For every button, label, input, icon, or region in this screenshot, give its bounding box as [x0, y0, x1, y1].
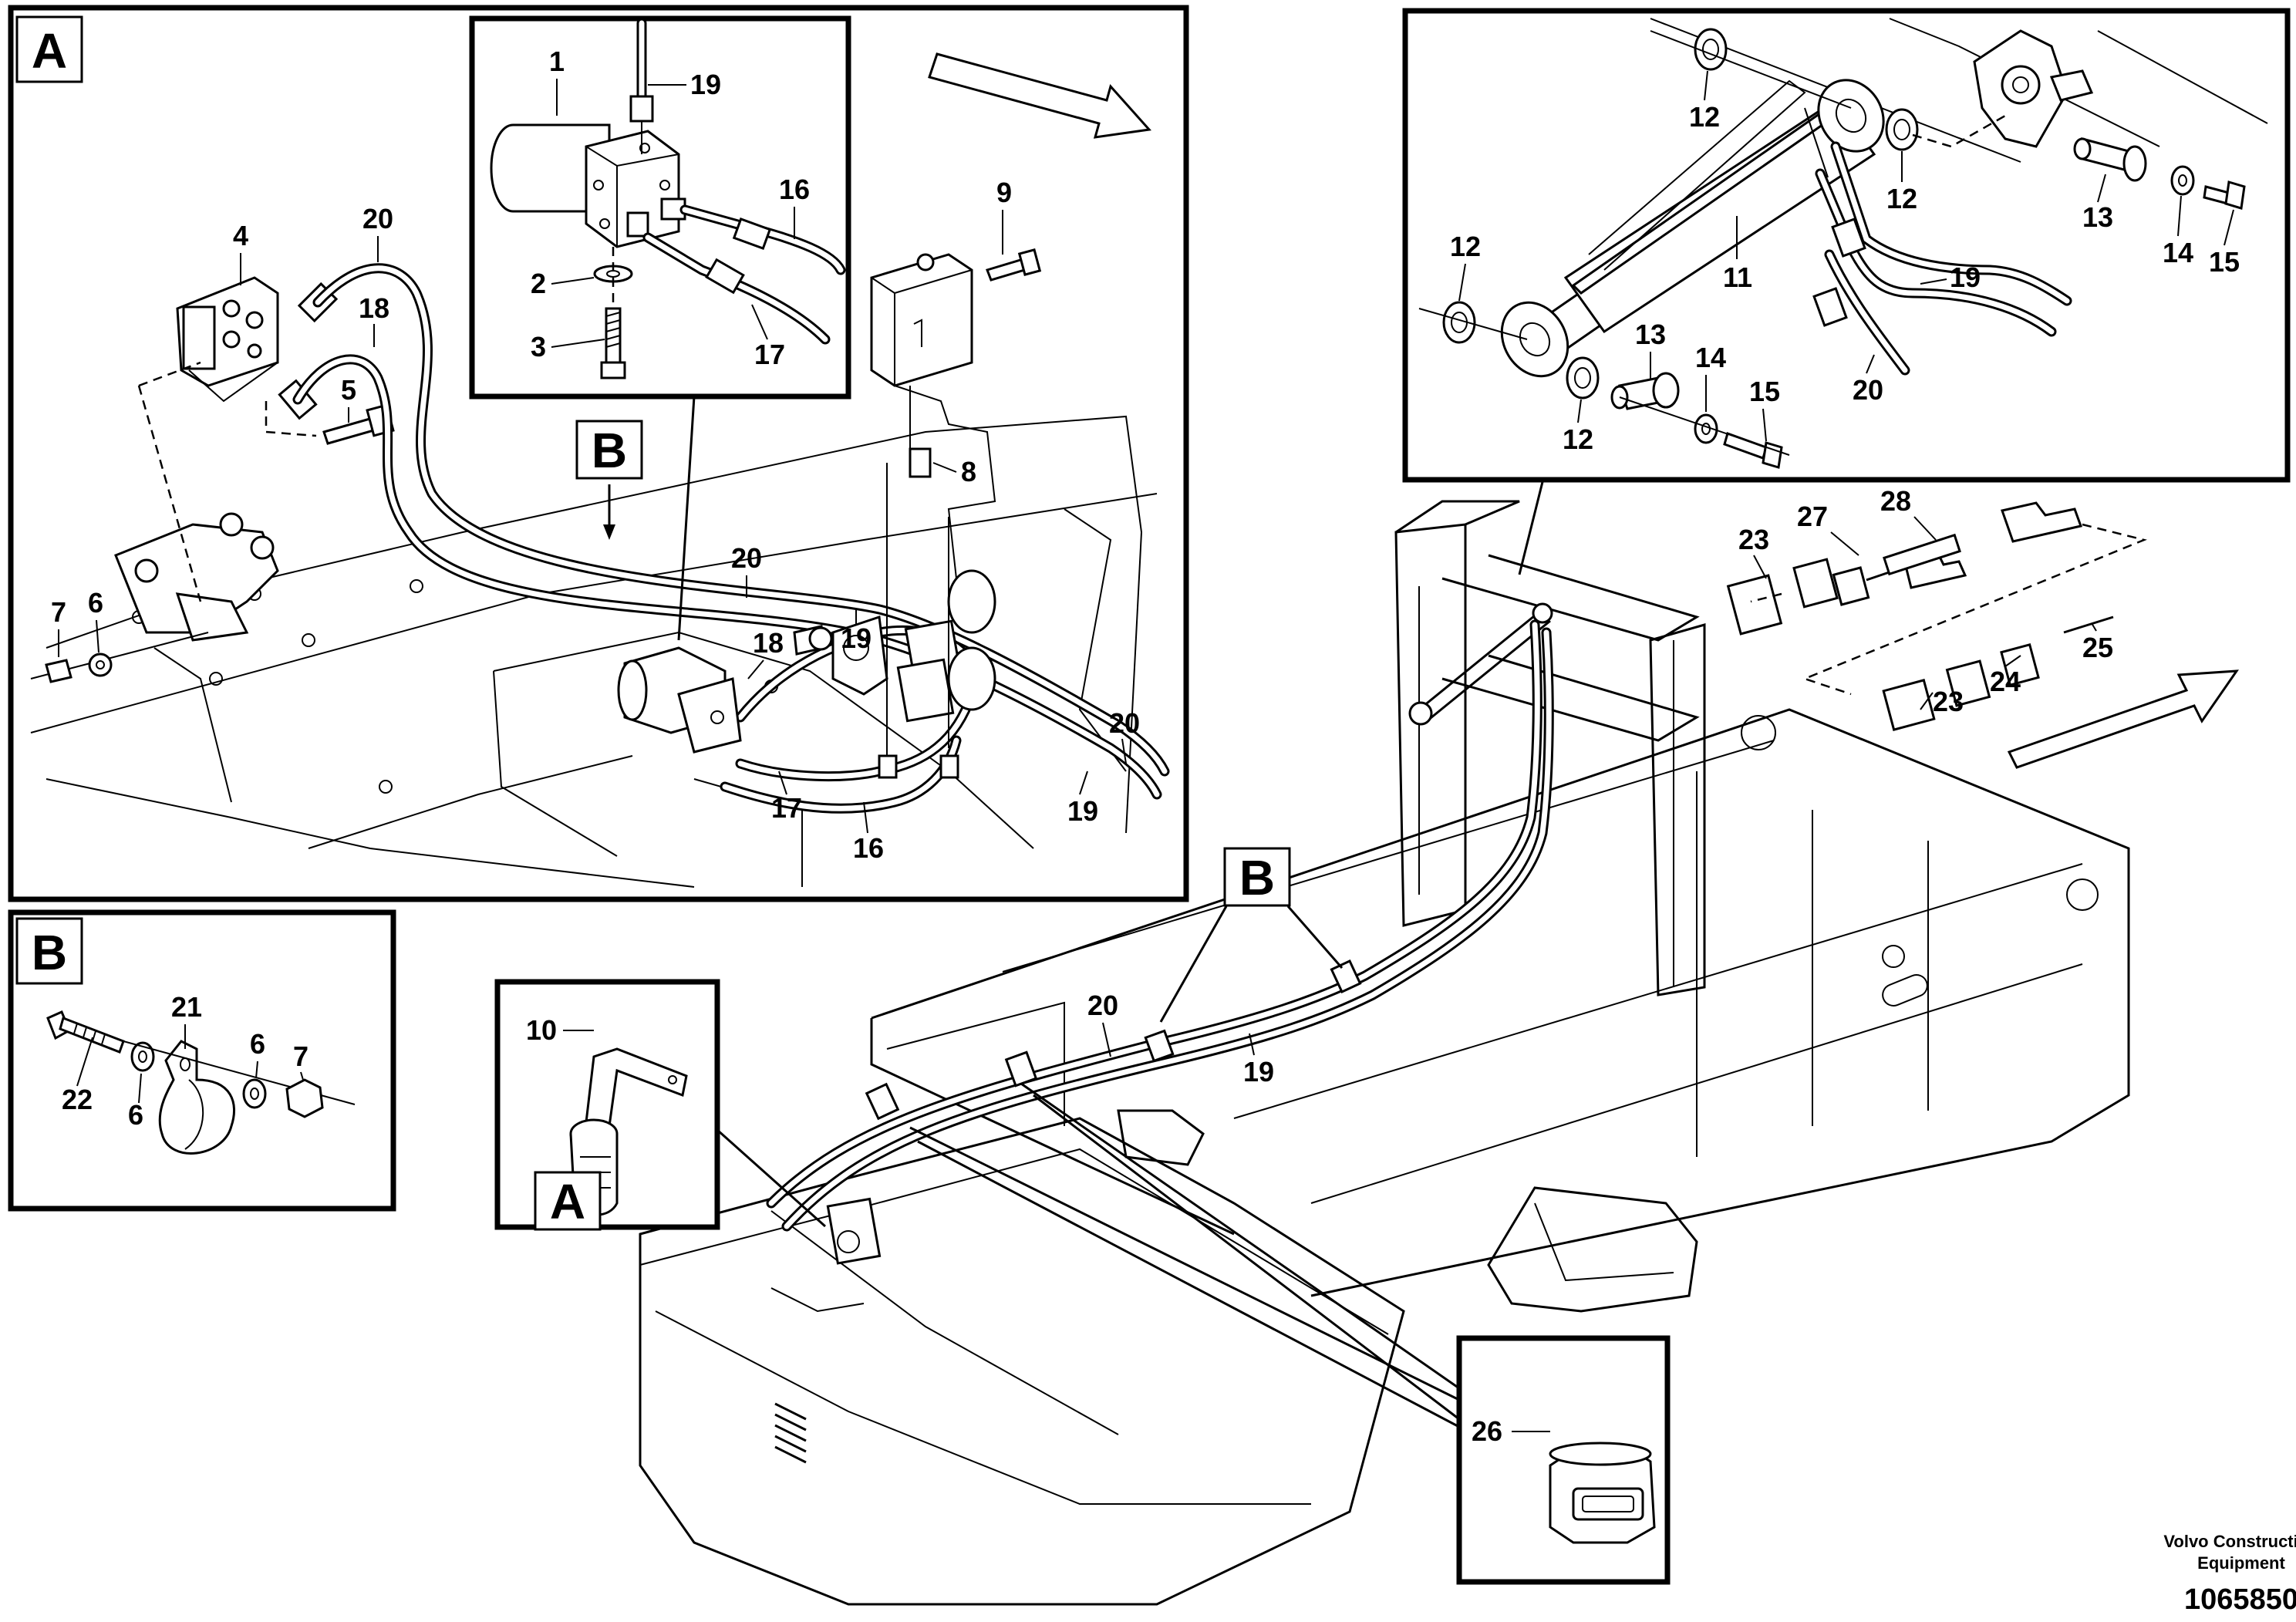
callout-20: 20	[731, 542, 762, 574]
callout-23: 23	[1933, 686, 1964, 717]
callout-11: 11	[1723, 261, 1752, 293]
callout-7: 7	[51, 596, 66, 628]
callout-27: 27	[1797, 501, 1828, 532]
callout-3: 3	[531, 331, 546, 363]
view-a-ref-b: B	[592, 423, 627, 478]
view-a: A B	[8, 5, 1189, 902]
view-b: B	[8, 909, 396, 1212]
callout-2: 2	[531, 268, 546, 299]
callout-19: 19	[1950, 261, 1981, 293]
valve-switch-4	[176, 276, 279, 403]
callout-6: 6	[128, 1099, 143, 1131]
view-a-tag: A	[32, 23, 67, 79]
callout-20: 20	[1853, 374, 1883, 406]
callout-28: 28	[1880, 485, 1911, 517]
callout-17: 17	[754, 339, 785, 370]
view-cylinder	[1402, 8, 2291, 483]
electric-box-9	[870, 248, 1042, 779]
callout-6: 6	[88, 587, 103, 619]
direction-arrow-right	[2007, 669, 2240, 769]
overview-valve-block	[770, 1197, 882, 1313]
callout-22: 22	[62, 1084, 93, 1115]
callout-13: 13	[1635, 319, 1666, 350]
footer-company-line2: Equipment	[2197, 1553, 2285, 1573]
footer-company-line1: Volvo Construction	[2163, 1532, 2296, 1551]
callout-10: 10	[526, 1014, 557, 1046]
callout-13: 13	[2082, 201, 2113, 233]
overview-brackets	[1726, 501, 2148, 731]
overview-tag-b: B	[1223, 847, 1291, 907]
callout-16: 16	[853, 832, 884, 864]
footer-doc-number: 1065850	[2184, 1583, 2296, 1616]
callout-12: 12	[1450, 231, 1481, 262]
view-b-tag: B	[32, 925, 67, 980]
callout-box-26	[1456, 1335, 1671, 1585]
callout-15: 15	[2209, 246, 2240, 278]
callout-14: 14	[1695, 342, 1726, 373]
callout-24: 24	[1990, 666, 2021, 697]
callout-1: 1	[549, 46, 565, 77]
callout-9: 9	[996, 177, 1012, 208]
callout-6: 6	[250, 1028, 265, 1060]
svg-text:A: A	[550, 1174, 585, 1229]
callout-25: 25	[2082, 632, 2113, 663]
callout-18: 18	[359, 292, 389, 324]
callout-19: 19	[1243, 1056, 1274, 1088]
callout-5: 5	[341, 374, 356, 406]
callout-20: 20	[362, 203, 393, 234]
vent-grille	[774, 1402, 807, 1464]
callout-19: 19	[841, 622, 872, 654]
callout-19: 19	[1067, 795, 1098, 827]
callout-26: 26	[1472, 1415, 1502, 1447]
callout-15: 15	[1749, 376, 1780, 407]
overview-hoses	[766, 619, 1554, 1232]
callout-7: 7	[293, 1040, 308, 1072]
callout-8: 8	[961, 456, 976, 487]
overview-tag-a: A	[534, 1171, 602, 1231]
callout-12: 12	[1886, 183, 1917, 214]
callout-14: 14	[2163, 237, 2193, 268]
callout-4: 4	[233, 220, 248, 251]
callout-20: 20	[1109, 707, 1140, 739]
callout-23: 23	[1738, 524, 1769, 555]
callout-18: 18	[753, 627, 784, 659]
overview-cylinder	[1408, 602, 1553, 726]
direction-arrow-a	[928, 52, 1151, 139]
overview-machine-frame	[639, 500, 2130, 1606]
view-a-inset-valve	[469, 15, 851, 400]
callout-12: 12	[1563, 423, 1593, 455]
callout-21: 21	[171, 991, 202, 1023]
callout-12: 12	[1689, 101, 1720, 133]
callout-19: 19	[690, 69, 721, 100]
callout-20: 20	[1087, 990, 1118, 1021]
callout-17: 17	[771, 792, 802, 824]
svg-text:B: B	[1239, 850, 1275, 905]
callout-16: 16	[779, 174, 810, 205]
